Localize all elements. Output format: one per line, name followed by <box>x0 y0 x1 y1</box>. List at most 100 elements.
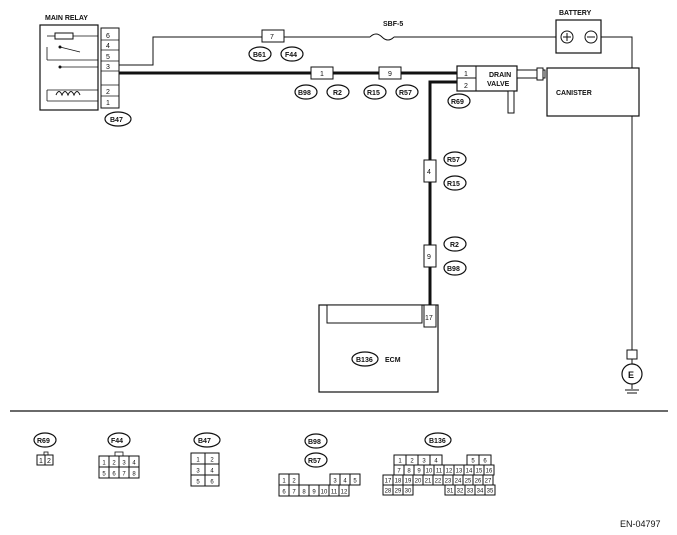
ecm-label: ECM <box>385 357 401 364</box>
connector-b47-oval <box>104 111 132 127</box>
connector-pin: 4 <box>427 169 431 176</box>
connector-b47-label: B47 <box>110 117 123 124</box>
legend-cell: 31 <box>447 489 454 495</box>
inline-connector-r57-r15-vertical: 4 R57 R15 <box>423 151 467 191</box>
legend-cell: 8 <box>302 490 306 496</box>
legend-cell: 35 <box>487 489 494 495</box>
canister <box>546 67 640 117</box>
legend-cell: 17 <box>385 479 392 485</box>
legend-cell: 7 <box>397 469 401 475</box>
legend-r57-name: R57 <box>308 458 321 465</box>
legend-cell: 19 <box>405 479 412 485</box>
legend-cell: 1 <box>102 461 106 467</box>
legend-f44-name: F44 <box>111 438 123 445</box>
legend-cell: 33 <box>467 489 474 495</box>
legend-r69: R69 1 2 <box>33 432 57 466</box>
legend-cell: 14 <box>466 469 473 475</box>
legend-cell: 6 <box>282 490 286 496</box>
legend-cell: 27 <box>485 479 492 485</box>
connector-b61-label: B61 <box>253 52 266 59</box>
legend-cell: 26 <box>475 479 482 485</box>
legend-cell: 11 <box>436 469 443 475</box>
battery <box>555 19 602 54</box>
legend-b47-name: B47 <box>198 438 211 445</box>
ecm: 17 <box>318 304 439 393</box>
inline-connector-b61-f44: 7 B61 F44 <box>248 29 304 62</box>
legend-cell: 9 <box>312 490 316 496</box>
legend-cell: 9 <box>417 469 421 475</box>
connector-r15-label: R15 <box>367 90 380 97</box>
legend-cell: 3 <box>196 469 200 475</box>
legend-cell: 5 <box>471 459 475 465</box>
legend-cell: 18 <box>395 479 402 485</box>
connector-b136-label: B136 <box>356 357 373 364</box>
ground-label: E <box>628 370 634 380</box>
legend-cell-box <box>402 484 414 496</box>
wire-drain-ecm <box>428 80 457 305</box>
connector-b98-label: B98 <box>298 90 311 97</box>
connector-pin: 9 <box>388 71 392 78</box>
legend-cell: 16 <box>486 469 493 475</box>
legend-cell-box <box>484 484 496 496</box>
legend-cell-box <box>338 484 350 497</box>
main-relay-connector: 6 4 5 3 2 1 <box>100 27 120 109</box>
legend-cell: 21 <box>425 479 432 485</box>
fuse-symbol <box>369 33 395 41</box>
legend-cell: 1 <box>282 479 286 485</box>
legend-cell: 6 <box>483 459 487 465</box>
legend-cell: 1 <box>39 458 43 465</box>
legend-cell: 11 <box>331 490 338 496</box>
legend-cell-box <box>349 473 361 486</box>
legend-cell: 1 <box>196 458 200 464</box>
drain-valve-label-1: DRAIN <box>489 72 511 79</box>
legend-cell: 2 <box>410 459 414 465</box>
legend-cell: 15 <box>476 469 483 475</box>
connector-b98-label: B98 <box>447 266 460 273</box>
legend-cell: 5 <box>353 479 357 485</box>
legend-cell: 10 <box>321 490 328 496</box>
legend-cell: 8 <box>407 469 411 475</box>
document-code: EN-04797 <box>620 519 661 529</box>
legend-cell: 22 <box>435 479 442 485</box>
legend-cell: 2 <box>292 479 296 485</box>
legend-cell: 1 <box>398 459 402 465</box>
legend-cell-box <box>128 466 140 479</box>
connector-r57-label: R57 <box>399 90 412 97</box>
legend-cell: 4 <box>343 479 347 485</box>
legend-cell: 34 <box>477 489 484 495</box>
legend-cell: 2 <box>47 458 51 465</box>
legend-cell: 25 <box>465 479 472 485</box>
inline-connector-r2-b98-vertical: 9 R2 B98 <box>423 236 467 276</box>
legend-cell: 3 <box>122 461 126 467</box>
legend-cell: 10 <box>426 469 433 475</box>
legend-r69-name: R69 <box>37 438 50 445</box>
inline-connector-r15-r57: 9 R15 R57 <box>363 66 419 100</box>
relay-pin: 2 <box>106 89 110 96</box>
main-relay-title: MAIN RELAY <box>45 15 88 22</box>
legend-cell: 12 <box>341 490 348 496</box>
legend-cell-box <box>204 474 220 487</box>
legend-cell: 3 <box>333 479 337 485</box>
legend-cell: 2 <box>210 458 214 464</box>
drain-valve-label-2: VALVE <box>487 81 510 88</box>
legend-cell: 5 <box>102 472 106 478</box>
legend-cell: 20 <box>415 479 422 485</box>
connector-f44-label: F44 <box>285 52 297 59</box>
ground-symbol <box>621 349 643 394</box>
legend-cell: 4 <box>132 461 136 467</box>
connector-r69-oval <box>447 93 471 109</box>
legend-b98-name: B98 <box>308 439 321 446</box>
canister-label: CANISTER <box>556 90 592 97</box>
connector-b136-oval <box>351 351 379 367</box>
connector-r57-label: R57 <box>447 157 460 164</box>
drain-valve: 1 2 DRAIN VALVE <box>456 65 546 114</box>
connector-r2-label: R2 <box>333 90 342 97</box>
legend-cell: 23 <box>445 479 452 485</box>
connector-pin: 1 <box>320 71 324 78</box>
legend-b136-name: B136 <box>429 438 446 445</box>
legend-cell: 30 <box>405 489 412 495</box>
legend-cell: 6 <box>112 472 116 478</box>
legend-cell: 5 <box>196 480 200 486</box>
